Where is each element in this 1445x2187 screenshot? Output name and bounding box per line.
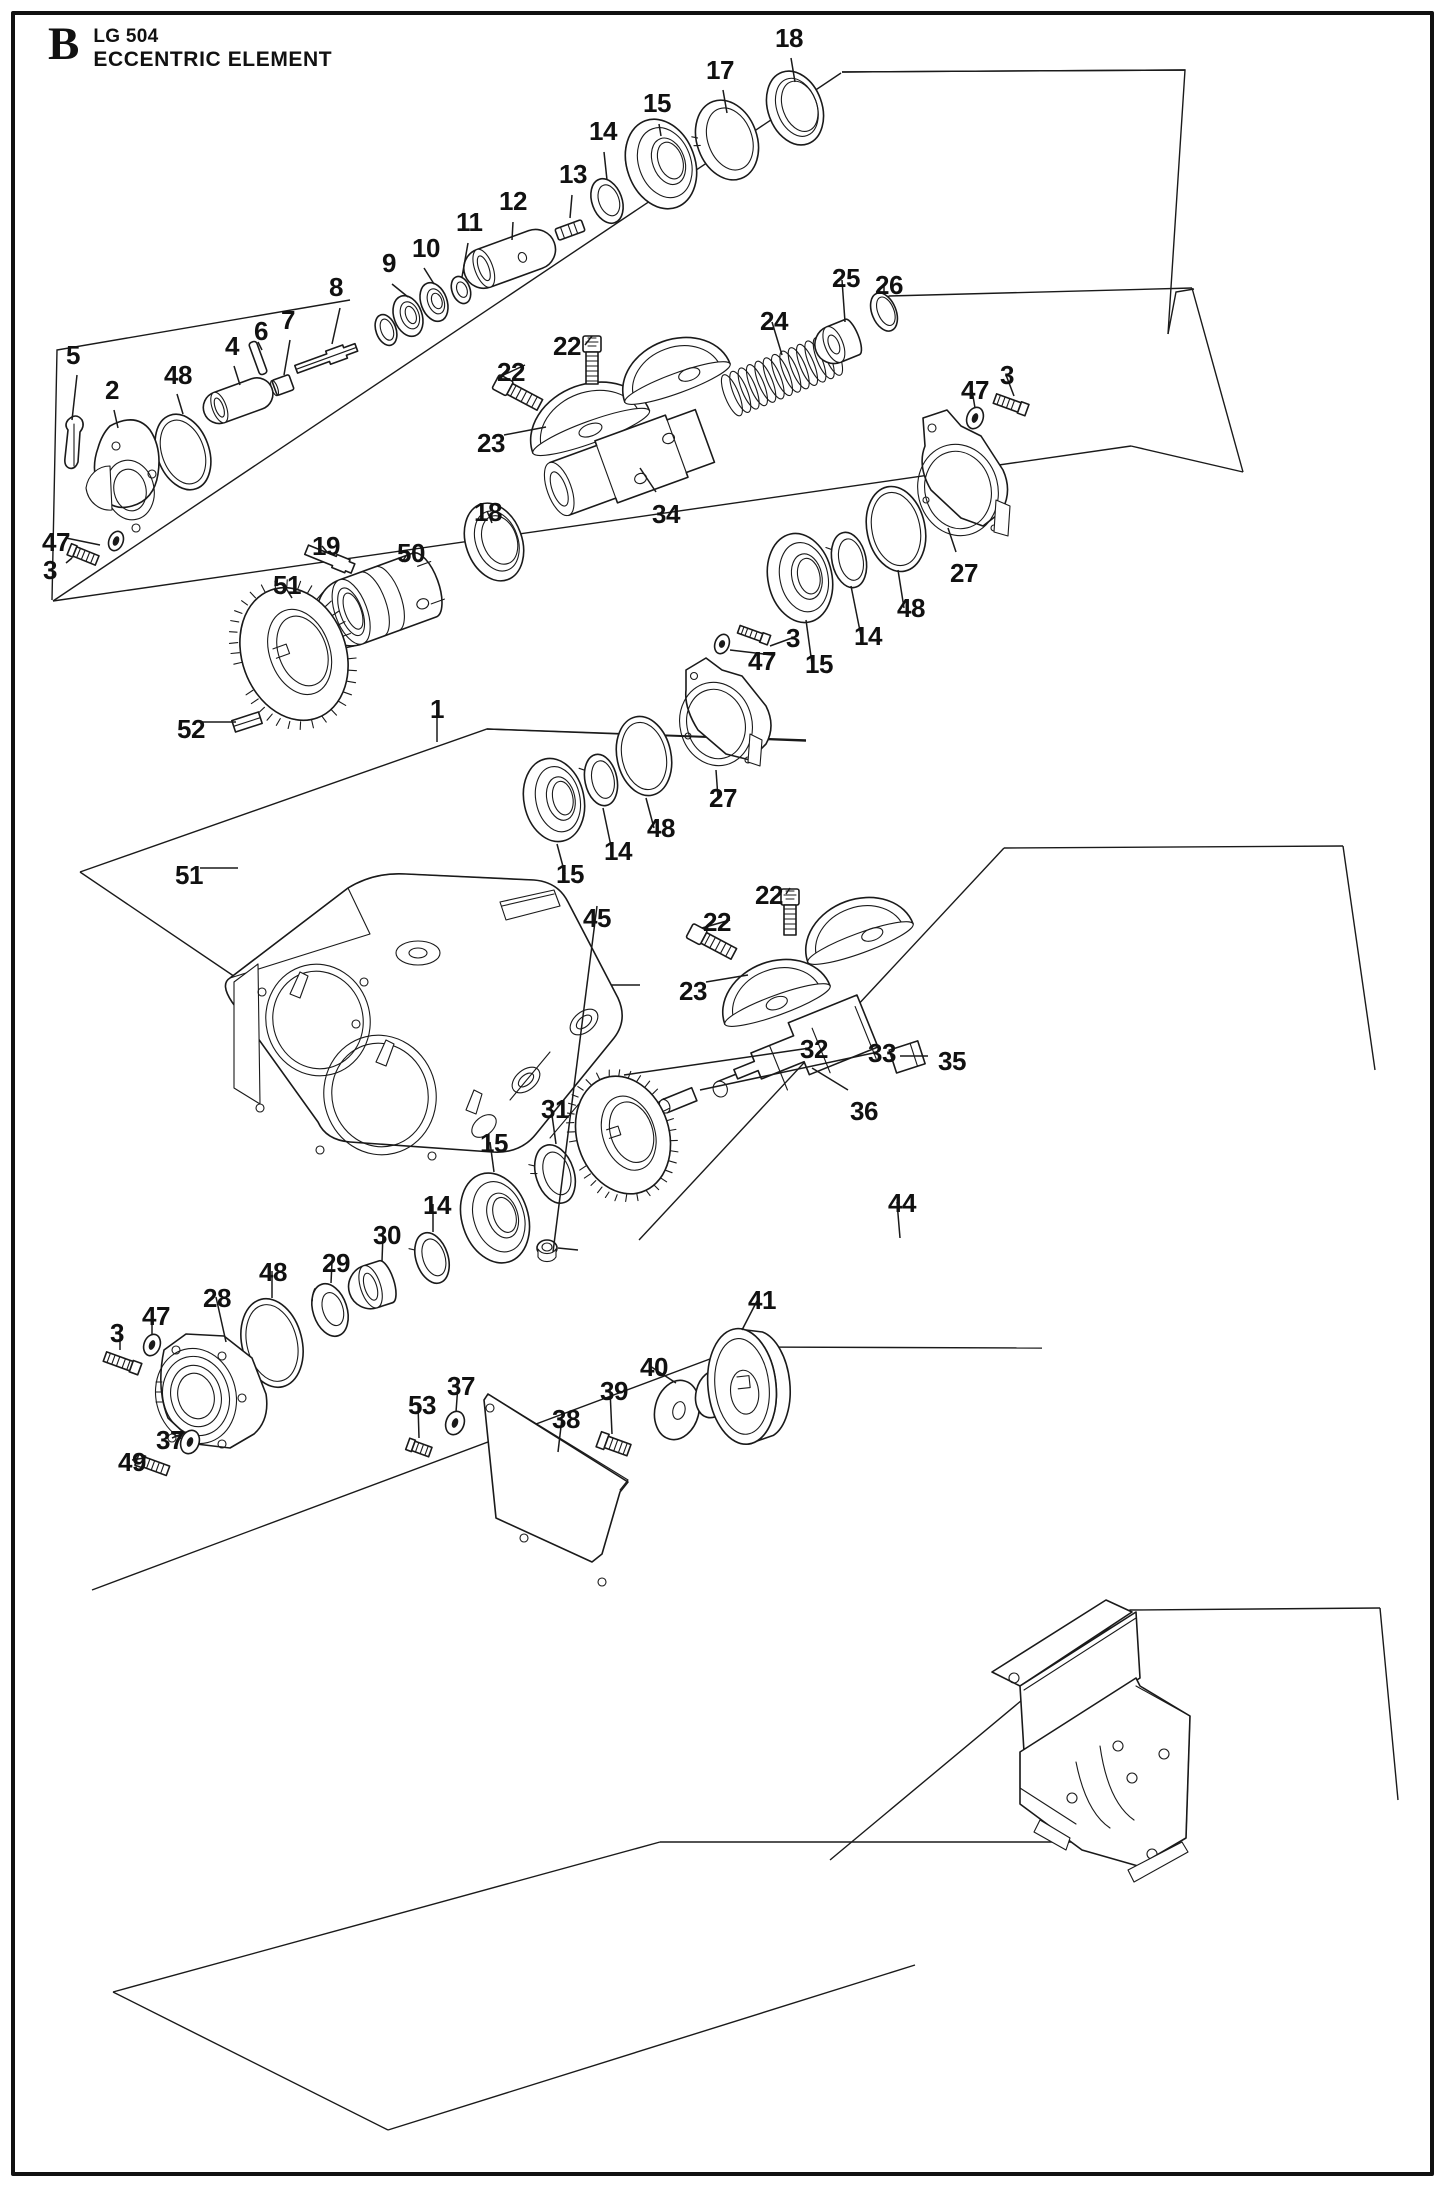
callout-14-c: 14 <box>604 836 632 866</box>
callout-15: 15 <box>643 88 671 118</box>
callout-14-d: 14 <box>423 1190 451 1220</box>
callout-14-b: 14 <box>854 621 882 651</box>
part-group-counterweight-upper <box>463 292 1030 624</box>
part-group-eccentric-sleeve <box>228 544 445 733</box>
callout-19: 19 <box>312 531 340 561</box>
callout-18-b: 18 <box>474 497 502 527</box>
part-group-bottom <box>404 1327 1191 1883</box>
callout-32: 32 <box>800 1034 828 1064</box>
diagram-header: B LG 504 ECCENTRIC ELEMENT <box>48 18 332 73</box>
callout-47-d: 47 <box>142 1301 170 1331</box>
callout-33: 33 <box>868 1038 896 1068</box>
callout-26: 26 <box>875 270 903 300</box>
callout-2: 2 <box>105 375 119 405</box>
callout-40: 40 <box>640 1352 668 1382</box>
part-gearbox-housing <box>224 872 623 1263</box>
callout-22-d: 22 <box>703 907 731 937</box>
callout-15-d: 15 <box>480 1128 508 1158</box>
callout-49: 49 <box>118 1447 146 1477</box>
callout-44: 44 <box>888 1188 916 1218</box>
callout-51-a: 51 <box>273 570 301 600</box>
callout-47-b: 47 <box>42 527 70 557</box>
callout-3-c: 3 <box>786 623 800 653</box>
callout-50: 50 <box>397 538 425 568</box>
callout-3-b: 3 <box>43 555 57 585</box>
callout-14: 14 <box>589 116 617 146</box>
callout-30: 30 <box>373 1220 401 1250</box>
callout-48-b: 48 <box>897 593 925 623</box>
part-group-top-right <box>64 70 825 566</box>
leader-lines <box>65 57 1015 1461</box>
callout-15-b: 15 <box>805 649 833 679</box>
callout-47-c: 47 <box>748 646 776 676</box>
callout-18: 18 <box>775 23 803 53</box>
callout-52: 52 <box>177 714 205 744</box>
callout-47-a: 47 <box>961 375 989 405</box>
callout-24: 24 <box>760 306 788 336</box>
page-border <box>11 11 1434 2176</box>
callout-36: 36 <box>850 1096 878 1126</box>
callout-22-c: 22 <box>755 880 783 910</box>
callout-4: 4 <box>225 331 239 361</box>
callout-15-c: 15 <box>556 859 584 889</box>
callout-10: 10 <box>412 233 440 263</box>
callout-22-a: 22 <box>553 331 581 361</box>
callout-9: 9 <box>382 248 396 278</box>
callout-22-b: 22 <box>497 357 525 387</box>
callout-7: 7 <box>281 305 295 335</box>
callout-48-c: 48 <box>647 813 675 843</box>
callout-48-d: 48 <box>259 1257 287 1287</box>
section-letter: B <box>48 18 79 70</box>
callout-53: 53 <box>408 1390 436 1420</box>
callout-29: 29 <box>322 1248 350 1278</box>
callout-11: 11 <box>456 207 483 237</box>
callout-35: 35 <box>938 1046 966 1076</box>
callout-3-a: 3 <box>1000 360 1014 390</box>
panel-group-top <box>52 72 1188 603</box>
callout-17: 17 <box>706 55 734 85</box>
callout-5: 5 <box>66 340 80 370</box>
callout-23-b: 23 <box>679 976 707 1006</box>
header-titles: LG 504 ECCENTRIC ELEMENT <box>93 22 332 73</box>
callout-3-d: 3 <box>110 1318 124 1348</box>
callout-1: 1 <box>430 694 444 724</box>
callout-38: 38 <box>552 1404 580 1434</box>
assembly-name: ECCENTRIC ELEMENT <box>93 48 333 72</box>
callout-25: 25 <box>832 263 860 293</box>
callout-45: 45 <box>583 903 611 933</box>
callout-37-a: 37 <box>447 1371 475 1401</box>
callout-27-a: 27 <box>950 558 978 588</box>
callout-31: 31 <box>541 1094 569 1124</box>
callout-6: 6 <box>254 316 268 346</box>
callout-12: 12 <box>499 186 527 216</box>
callout-51-b: 51 <box>175 860 203 890</box>
callout-37-b: 37 <box>156 1425 184 1455</box>
callout-27-b: 27 <box>709 783 737 813</box>
model-name: LG 504 <box>93 26 159 47</box>
part-group-bearing-flange-mid <box>522 624 772 843</box>
callout-23-a: 23 <box>477 428 505 458</box>
callout-41: 41 <box>748 1285 776 1315</box>
callout-39: 39 <box>600 1376 628 1406</box>
callout-13: 13 <box>559 159 587 189</box>
callout-28: 28 <box>203 1283 231 1313</box>
callout-48-a: 48 <box>164 360 192 390</box>
callout-34: 34 <box>652 499 680 529</box>
callout-8: 8 <box>329 272 343 302</box>
